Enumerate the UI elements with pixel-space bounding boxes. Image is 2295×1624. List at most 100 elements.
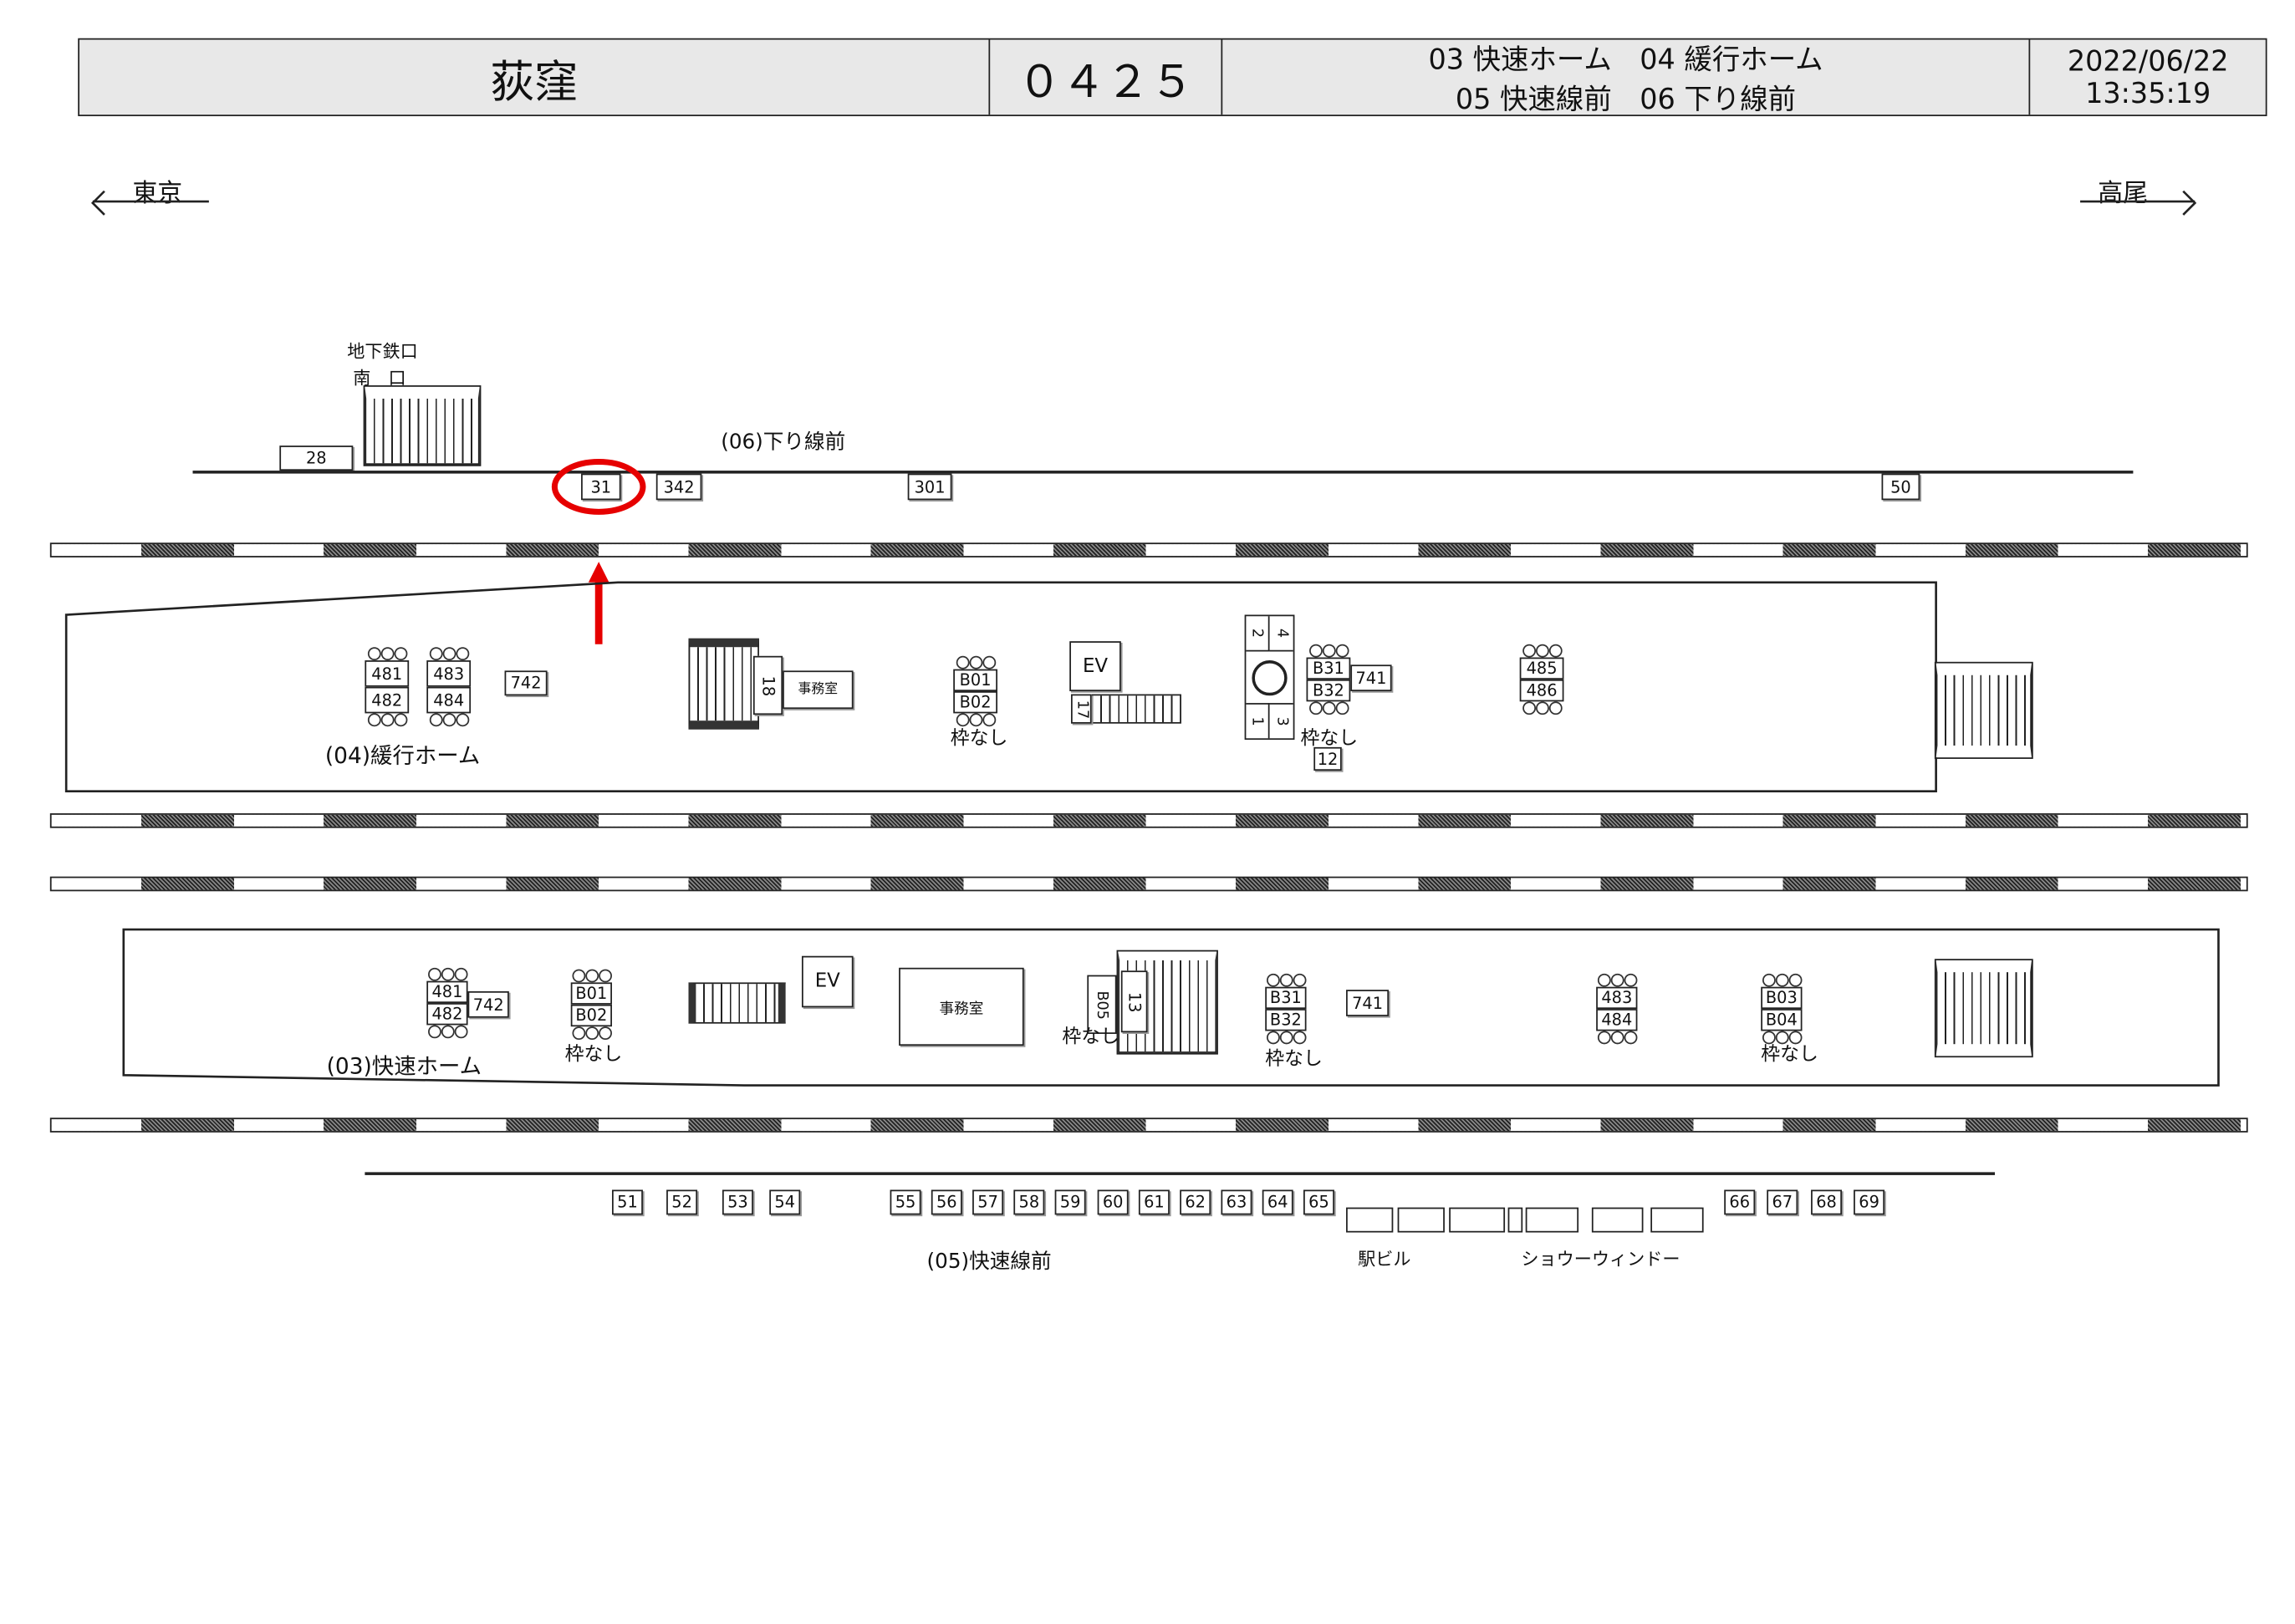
stairs-13-number: 13	[1120, 970, 1148, 1033]
stairs-18-number: 18	[752, 655, 783, 715]
board-483[interactable]: 483	[426, 660, 472, 687]
direction-right-label: 高尾	[2098, 179, 2149, 209]
board-line05[interactable]: 51	[611, 1189, 643, 1215]
pillar-b05[interactable]: B05	[1084, 975, 1119, 1034]
direction-left-label: 東京	[132, 179, 183, 209]
shop-box	[1346, 1207, 1394, 1233]
stairs-17	[1091, 694, 1181, 724]
time: 13:35:19	[2085, 77, 2211, 110]
board-line05[interactable]: 62	[1180, 1189, 1211, 1215]
board-line05[interactable]: 53	[722, 1189, 753, 1215]
board-b01[interactable]: B01	[953, 669, 998, 692]
board-741[interactable]: 741	[1346, 990, 1390, 1016]
board-line05[interactable]: 56	[931, 1189, 962, 1215]
elevator-shaft: 2 4 1 3	[1244, 614, 1295, 741]
platform-03-outline	[122, 928, 2220, 1087]
board-b32[interactable]: B32	[1306, 679, 1351, 702]
shop-box	[1525, 1207, 1579, 1233]
board-b02[interactable]: B02	[953, 691, 998, 714]
track-04	[49, 813, 2248, 828]
shop-box	[1507, 1207, 1523, 1233]
board-28[interactable]: 28	[279, 445, 354, 471]
stairs-18	[688, 638, 759, 730]
shop-box	[1397, 1207, 1445, 1233]
board-line05[interactable]: 60	[1097, 1189, 1129, 1215]
board-line05[interactable]: 52	[666, 1189, 698, 1215]
platform-03-label: (03)快速ホーム	[326, 1052, 482, 1080]
no-frame-label: 枠なし	[950, 728, 1008, 751]
board-484[interactable]: 484	[426, 686, 472, 714]
board-line05[interactable]: 59	[1054, 1189, 1086, 1215]
board-line05[interactable]: 64	[1262, 1189, 1293, 1215]
station-name-cell: 荻窪	[79, 39, 991, 115]
line05-label: (05)快速線前	[926, 1250, 1052, 1274]
board-12[interactable]: 12	[1313, 746, 1342, 771]
station-code: ０４２５	[1017, 56, 1195, 109]
board-482[interactable]: 482	[426, 1003, 468, 1026]
no-frame-label: 枠なし	[1265, 1048, 1323, 1071]
building-label: 駅ビル	[1358, 1248, 1411, 1270]
board-b03[interactable]: B03	[1761, 986, 1803, 1010]
board-481[interactable]: 481	[426, 980, 468, 1004]
board-742[interactable]: 742	[467, 990, 509, 1018]
station-name: 荻窪	[490, 56, 579, 109]
kinds-line2: 05 快速線前 06 下り線前	[1455, 83, 1797, 116]
board-line05[interactable]: 68	[1811, 1189, 1843, 1215]
board-line05[interactable]: 57	[972, 1189, 1004, 1215]
shop-box	[1591, 1207, 1644, 1233]
clock-icon	[1252, 660, 1288, 696]
board-line05[interactable]: 55	[890, 1189, 921, 1215]
board-484[interactable]: 484	[1596, 1009, 1638, 1031]
board-b32[interactable]: B32	[1265, 1009, 1307, 1031]
shop-box	[1449, 1207, 1506, 1233]
board-742[interactable]: 742	[504, 670, 548, 696]
board-50[interactable]: 50	[1881, 473, 1920, 501]
board-line05[interactable]: 66	[1724, 1189, 1756, 1215]
board-31[interactable]: 31	[581, 473, 621, 501]
exit-label: 地下鉄口	[347, 341, 418, 362]
no-frame-label: 枠なし	[564, 1044, 623, 1067]
board-482[interactable]: 482	[365, 686, 410, 714]
stairs-west-03	[1934, 959, 2033, 1058]
board-483[interactable]: 483	[1596, 986, 1638, 1010]
board-b31[interactable]: B31	[1306, 657, 1351, 680]
board-line05[interactable]: 61	[1138, 1189, 1170, 1215]
stairs-17-number: 17	[1070, 694, 1092, 724]
track-06	[49, 542, 2248, 557]
arrow-right-icon	[2080, 190, 2197, 216]
board-b31[interactable]: B31	[1265, 986, 1307, 1010]
board-342[interactable]: 342	[655, 473, 702, 501]
arrow-left-icon	[90, 190, 209, 216]
no-frame-label: 枠なし	[1062, 1026, 1120, 1049]
board-line05[interactable]: 67	[1767, 1189, 1798, 1215]
office-04: 事務室	[783, 670, 854, 710]
board-b01[interactable]: B01	[570, 982, 612, 1005]
stairs-south-exit	[363, 385, 482, 466]
line06-label: (06)下り線前	[721, 430, 846, 455]
board-741[interactable]: 741	[1350, 664, 1392, 692]
board-line05[interactable]: 69	[1854, 1189, 1885, 1215]
board-line05[interactable]: 58	[1013, 1189, 1045, 1215]
board-481[interactable]: 481	[365, 660, 410, 687]
board-b04[interactable]: B04	[1761, 1009, 1803, 1031]
board-line05[interactable]: 63	[1221, 1189, 1252, 1215]
line06-wall	[192, 471, 2134, 474]
board-b02[interactable]: B02	[570, 1004, 612, 1027]
board-301[interactable]: 301	[907, 473, 952, 501]
board-line05[interactable]: 65	[1303, 1189, 1334, 1215]
board-486[interactable]: 486	[1519, 679, 1564, 702]
board-line05[interactable]: 54	[769, 1189, 801, 1215]
board-485[interactable]: 485	[1519, 657, 1564, 680]
